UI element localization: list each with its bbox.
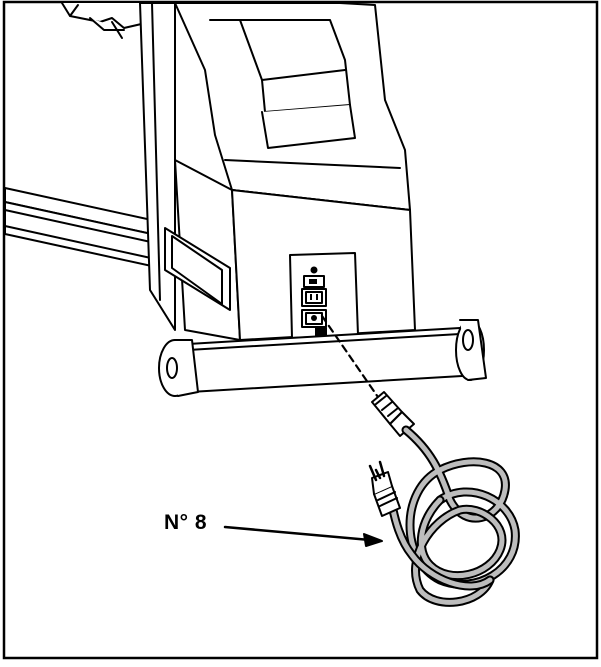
breaker-icon [315,327,327,337]
callout-arrow [223,525,383,547]
callout-label: N° 8 [164,511,208,534]
power-panel [289,252,359,339]
upright-housing [174,2,411,211]
connection-dashed-line [320,314,382,402]
wheel-bar [158,319,487,397]
plug-icon [368,460,401,517]
power-cord [387,425,520,607]
cord-connector [371,391,415,437]
base-housing [164,159,416,341]
power-indicator-icon [310,266,318,274]
